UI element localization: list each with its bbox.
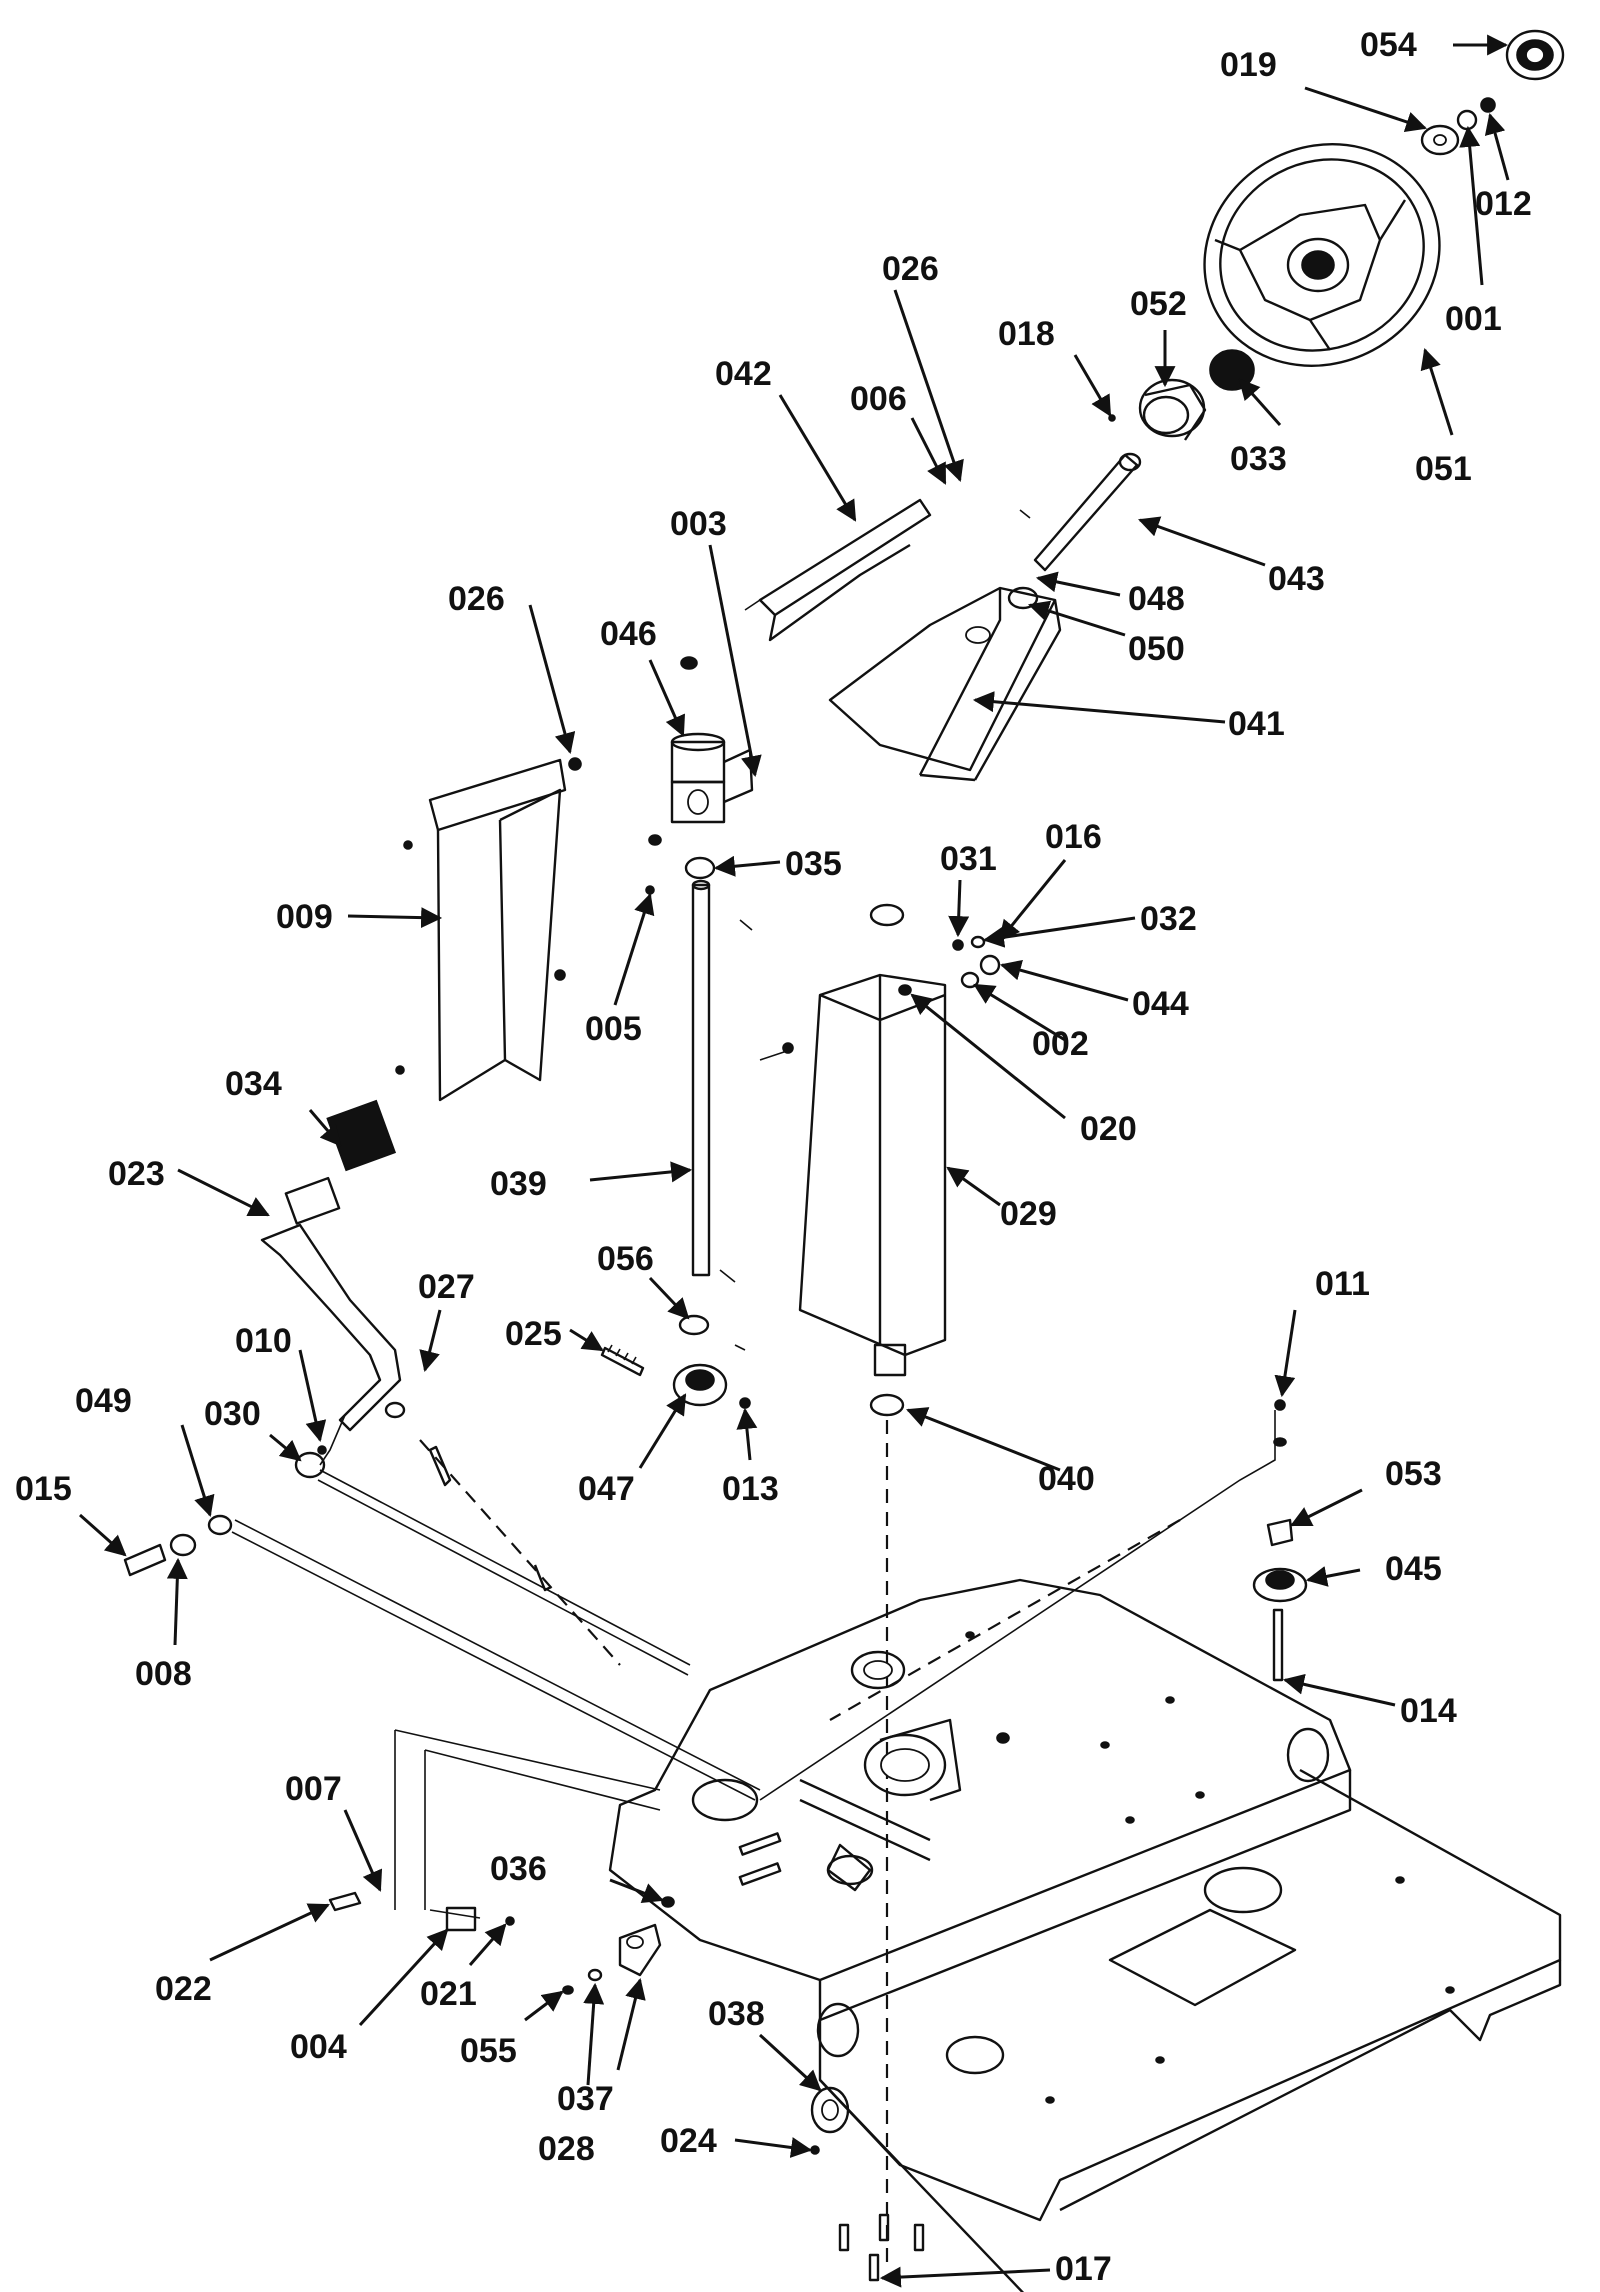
label-006: 006 — [850, 380, 907, 418]
spring-part — [600, 1344, 645, 1377]
label-026-top: 026 — [882, 250, 939, 288]
label-033: 033 — [1230, 440, 1287, 478]
label-035: 035 — [785, 845, 842, 883]
label-014: 014 — [1400, 1692, 1457, 1730]
label-054: 054 — [1360, 26, 1417, 64]
label-013: 013 — [722, 1470, 779, 1508]
column-hardware-parts — [898, 935, 1001, 996]
label-005: 005 — [585, 1010, 642, 1048]
label-045: 045 — [1385, 1550, 1442, 1588]
label-029: 029 — [1000, 1195, 1057, 1233]
label-030: 030 — [204, 1395, 261, 1433]
label-052: 052 — [1130, 285, 1187, 323]
label-008: 008 — [135, 1655, 192, 1693]
label-039: 039 — [490, 1165, 547, 1203]
upper-steering-shaft-part — [1019, 414, 1142, 572]
label-043: 043 — [1268, 560, 1325, 598]
label-025: 025 — [505, 1315, 562, 1353]
label-019: 019 — [1220, 46, 1277, 84]
label-010: 010 — [235, 1322, 292, 1360]
label-007: 007 — [285, 1770, 342, 1808]
base-frame-part — [608, 1578, 1562, 2292]
sprocket-parts — [672, 1314, 751, 1409]
label-028: 028 — [538, 2130, 595, 2168]
steering-column-tube-part — [759, 903, 947, 1417]
label-042: 042 — [715, 355, 772, 393]
label-044: 044 — [1132, 985, 1189, 1023]
pedal-pivot-hardware-parts — [123, 1514, 233, 1577]
universal-joint-part — [648, 656, 754, 846]
label-041: 041 — [1228, 705, 1285, 743]
label-049: 049 — [75, 1382, 132, 1420]
label-027: 027 — [418, 1268, 475, 1306]
console-cover-part — [828, 586, 1062, 782]
label-023: 023 — [108, 1155, 165, 1193]
label-020: 020 — [1080, 1110, 1137, 1148]
label-021: 021 — [420, 1975, 477, 2013]
lower-hardware-parts — [328, 1891, 925, 2282]
label-009: 009 — [276, 898, 333, 936]
label-034: 034 — [225, 1065, 282, 1103]
label-001: 001 — [1445, 300, 1502, 338]
label-003: 003 — [670, 505, 727, 543]
label-037: 037 — [557, 2080, 614, 2118]
right-hardware-parts — [1252, 1399, 1308, 1682]
label-056: 056 — [597, 1240, 654, 1278]
lower-steering-shaft-part — [645, 856, 753, 1283]
label-048: 048 — [1128, 580, 1185, 618]
side-panel-part — [395, 757, 582, 1102]
label-040: 040 — [1038, 1460, 1095, 1498]
linkage-rods — [231, 1410, 1276, 1919]
label-016: 016 — [1045, 818, 1102, 856]
label-051: 051 — [1415, 450, 1472, 488]
label-018: 018 — [998, 315, 1055, 353]
label-046: 046 — [600, 615, 657, 653]
part-labels: 054 019 012 001 051 052 033 018 026 006 … — [15, 26, 1532, 2288]
pedal-assembly-part — [260, 1099, 406, 1479]
label-036: 036 — [490, 1850, 547, 1888]
upper-bracket-part — [744, 498, 932, 642]
bearing-spring-parts — [1138, 349, 1255, 441]
leader-arrows — [79, 34, 1510, 2288]
label-026-left: 026 — [448, 580, 505, 618]
label-011: 011 — [1315, 1265, 1370, 1303]
label-022: 022 — [155, 1970, 212, 2008]
label-004: 004 — [290, 2028, 347, 2066]
label-032: 032 — [1140, 900, 1197, 938]
label-015: 015 — [15, 1470, 72, 1508]
washer-nut-parts — [1420, 97, 1496, 156]
label-053: 053 — [1385, 1455, 1442, 1493]
steering-wheel-part — [1203, 143, 1441, 367]
label-012: 012 — [1475, 185, 1532, 223]
label-047: 047 — [578, 1470, 635, 1508]
label-024: 024 — [660, 2122, 717, 2160]
label-038: 038 — [708, 1995, 765, 2033]
label-017: 017 — [1055, 2250, 1112, 2288]
horn-cap-part — [1505, 29, 1565, 81]
label-050: 050 — [1128, 630, 1185, 668]
label-002: 002 — [1032, 1025, 1089, 1063]
label-055: 055 — [460, 2032, 517, 2070]
label-031: 031 — [940, 840, 997, 878]
